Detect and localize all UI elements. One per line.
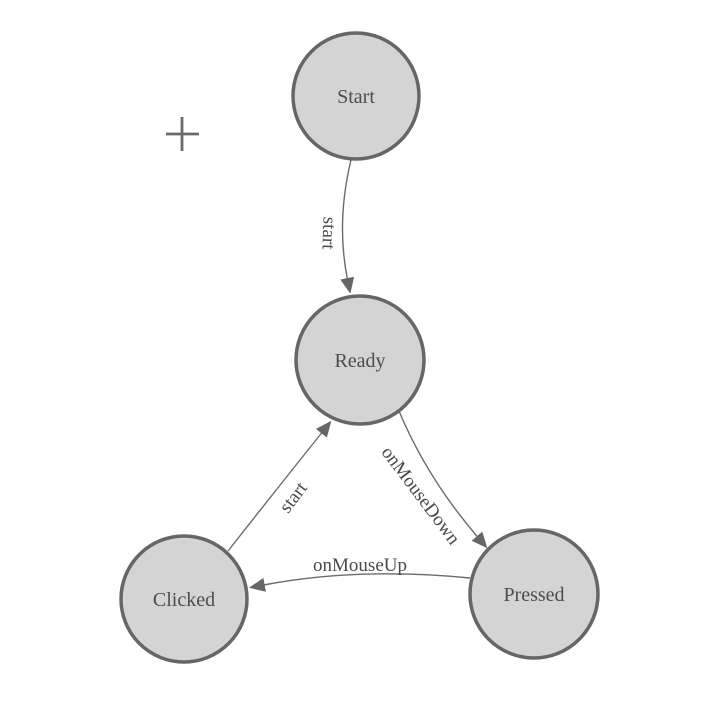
node-ready[interactable]: Ready	[294, 294, 426, 426]
edge-ready-to-pressed[interactable]: onMouseDown	[377, 410, 488, 550]
node-start-label: Start	[337, 86, 375, 108]
edge-label-onmousedown: onMouseDown	[377, 443, 465, 550]
node-clicked-label: Clicked	[153, 589, 215, 611]
node-clicked-circle	[119, 534, 249, 664]
edge-line-ready-to-pressed[interactable]	[398, 410, 488, 549]
node-pressed[interactable]: Pressed	[468, 528, 600, 660]
edge-start-to-ready[interactable]: start	[317, 159, 355, 294]
edge-line-clicked-to-ready[interactable]	[227, 420, 332, 552]
edge-pressed-to-clicked[interactable]: onMouseUp	[248, 555, 471, 592]
node-ready-label: Ready	[334, 350, 385, 372]
edge-line-start-to-ready[interactable]	[340, 159, 355, 294]
plus-crosshair-icon	[166, 117, 199, 151]
node-pressed-circle	[468, 528, 600, 660]
edge-line-pressed-to-clicked[interactable]	[248, 573, 471, 592]
node-pressed-label: Pressed	[503, 584, 564, 606]
node-start-circle	[291, 31, 421, 161]
edge-label-onmouseup: onMouseUp	[313, 555, 407, 576]
node-start[interactable]: Start	[291, 31, 421, 161]
edge-clicked-to-ready[interactable]: start	[227, 420, 332, 552]
edge-label-start-top: start	[317, 216, 339, 250]
node-ready-circle	[294, 294, 426, 426]
node-clicked[interactable]: Clicked	[119, 534, 249, 664]
